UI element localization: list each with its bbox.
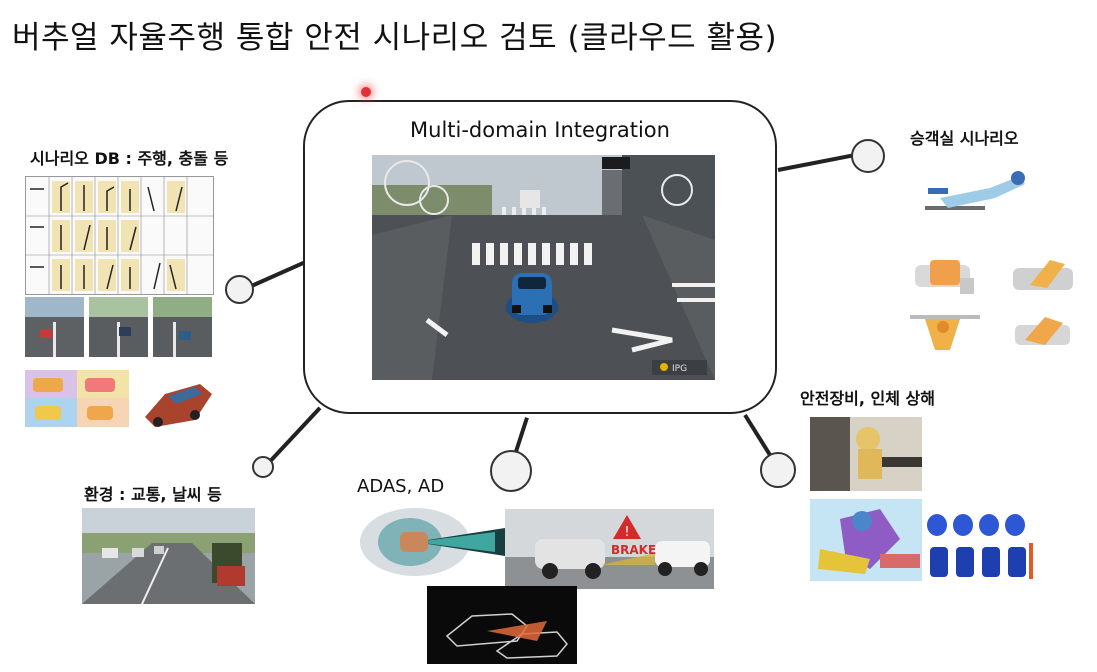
connector-node-left-top xyxy=(225,275,254,304)
cabin-seat-model-4 xyxy=(1005,305,1085,355)
crash-car-model xyxy=(140,372,215,429)
adas-sensor-coverage-diagram xyxy=(345,500,505,580)
svg-text:!: ! xyxy=(624,525,629,540)
page-title: 버추얼 자율주행 통합 안전 시나리오 검토 (클라우드 활용) xyxy=(12,20,778,56)
human-body-injury-heatmaps xyxy=(925,513,1035,581)
center-title: Multi-domain Integration xyxy=(410,118,670,142)
connector-node-right-top xyxy=(851,139,885,173)
cabin-seat-model-1 xyxy=(905,250,985,298)
brake-warning-text: BRAKE xyxy=(611,543,656,557)
connector-node-bottom-center xyxy=(490,450,532,492)
label-safety: 안전장비, 인체 상해 xyxy=(800,389,935,408)
simulator-scene: IPG xyxy=(372,155,715,380)
pointer-dot xyxy=(361,87,371,97)
crash-test-dummy-photo xyxy=(810,417,922,491)
adas-night-radar-image xyxy=(427,586,577,664)
scenario-road-photo-2 xyxy=(89,297,148,357)
crash-simulation-grid xyxy=(25,370,129,427)
connector-node-left-bottom xyxy=(252,456,274,478)
adas-emergency-braking-photo: ! BRAKE xyxy=(505,509,714,589)
cabin-occupant-reclined-model xyxy=(920,168,1030,216)
label-adas: ADAS, AD xyxy=(357,476,445,497)
connector-node-bottom-right xyxy=(760,452,796,488)
scenario-road-photo-3 xyxy=(153,297,212,357)
driving-simulator-image: IPG xyxy=(372,155,715,380)
injury-simulation-model xyxy=(810,499,922,581)
scenario-road-photo-1 xyxy=(25,297,84,357)
simulator-logo: IPG xyxy=(672,364,687,374)
label-environment: 환경 : 교통, 날씨 등 xyxy=(84,485,222,504)
environment-traffic-photo xyxy=(82,508,255,604)
cabin-seat-model-3 xyxy=(905,305,990,355)
label-scenario-db: 시나리오 DB : 주행, 충돌 등 xyxy=(30,149,229,168)
cabin-seat-model-2 xyxy=(1005,250,1085,298)
label-cabin: 승객실 시나리오 xyxy=(910,129,1019,148)
scenario-db-diagram-grid xyxy=(25,176,214,295)
